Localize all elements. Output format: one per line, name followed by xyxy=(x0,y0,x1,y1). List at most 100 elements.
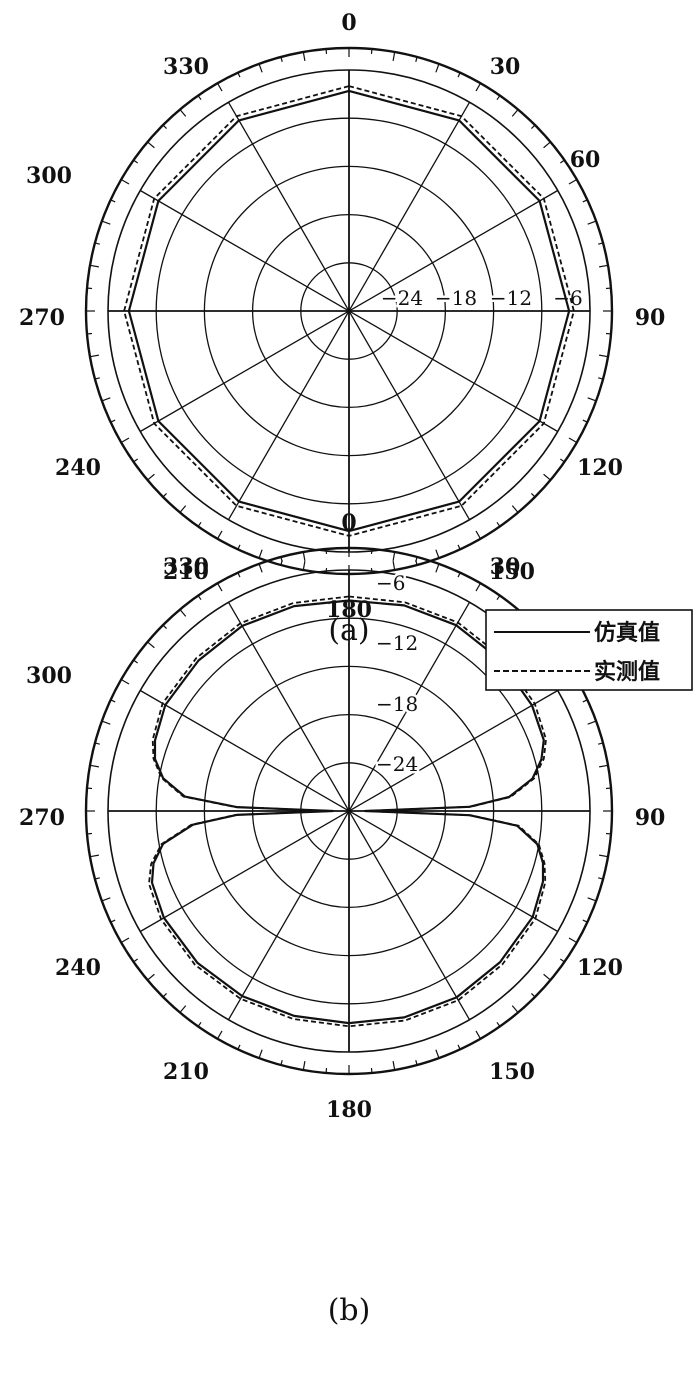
angle-tick xyxy=(531,124,536,129)
angle-tick xyxy=(582,419,588,423)
angle-tick xyxy=(197,1021,202,1027)
angle-label-330: 330 xyxy=(163,554,209,580)
radial-label: −12 xyxy=(376,631,418,655)
grid-spoke xyxy=(227,101,471,521)
angle-tick xyxy=(147,641,155,649)
angle-tick xyxy=(162,624,167,629)
angle-tick xyxy=(392,1061,396,1071)
angle-tick xyxy=(511,1005,519,1013)
angle-label-300: 300 xyxy=(26,163,72,189)
angle-label-270: 270 xyxy=(19,805,65,831)
angle-tick xyxy=(475,82,482,92)
angle-tick xyxy=(582,919,588,923)
angle-tick xyxy=(543,473,551,481)
angle-tick xyxy=(120,678,130,685)
legend: 仿真值 实测值 xyxy=(485,609,693,691)
angle-tick xyxy=(496,521,501,527)
angle-tick xyxy=(101,220,111,225)
angle-tick xyxy=(133,159,139,164)
angle-tick xyxy=(162,493,167,498)
angle-tick xyxy=(179,109,187,117)
angle-tick xyxy=(598,377,604,380)
angle-tick xyxy=(94,242,100,245)
angle-tick xyxy=(599,854,609,858)
angle-label-150: 150 xyxy=(489,559,535,585)
grid-spoke xyxy=(227,601,471,1021)
angle-tick xyxy=(543,973,551,981)
angle-tick xyxy=(568,178,578,185)
angle-tick xyxy=(258,563,263,573)
angle-label-240: 240 xyxy=(55,955,101,981)
angle-tick xyxy=(258,1049,263,1059)
radial-label: −24 xyxy=(381,286,423,310)
angle-tick xyxy=(162,993,167,998)
angle-tick xyxy=(110,919,116,923)
angle-tick xyxy=(392,551,396,561)
radial-label: −18 xyxy=(376,692,418,716)
angle-tick xyxy=(89,264,99,268)
series-measured-curve xyxy=(123,85,575,537)
angle-label-240: 240 xyxy=(55,455,101,481)
radial-label: −12 xyxy=(490,286,532,310)
angle-tick xyxy=(216,530,223,540)
angle-tick xyxy=(302,561,306,571)
angle-tick xyxy=(582,699,588,703)
angle-tick xyxy=(475,530,482,540)
angle-tick xyxy=(302,1061,306,1071)
angle-label-270: 270 xyxy=(19,305,65,331)
angle-tick xyxy=(94,377,100,380)
angle-tick xyxy=(120,437,130,444)
angle-tick xyxy=(197,95,202,101)
angle-tick xyxy=(415,56,418,62)
radial-label: −24 xyxy=(376,752,418,776)
angle-tick xyxy=(89,854,99,858)
angle-tick xyxy=(179,1005,187,1013)
angle-tick xyxy=(598,242,604,245)
angle-tick xyxy=(435,549,440,559)
angle-tick xyxy=(197,521,202,527)
angle-tick xyxy=(89,764,99,768)
angle-tick xyxy=(543,141,551,149)
angle-tick xyxy=(110,699,116,703)
angle-tick xyxy=(559,958,565,963)
angle-label-120: 120 xyxy=(577,955,623,981)
angle-tick xyxy=(415,556,418,562)
angle-label-300: 300 xyxy=(26,663,72,689)
angle-tick xyxy=(475,1030,482,1040)
angle-tick xyxy=(435,63,440,73)
angle-tick xyxy=(582,199,588,203)
angle-label-90: 90 xyxy=(635,805,666,831)
angle-tick xyxy=(147,141,155,149)
angle-tick xyxy=(587,220,597,225)
angle-tick xyxy=(457,572,461,578)
angle-tick xyxy=(496,1021,501,1027)
angle-tick xyxy=(598,742,604,745)
legend-box xyxy=(485,609,693,691)
angle-tick xyxy=(302,551,306,561)
angle-tick xyxy=(179,505,187,513)
angle-tick xyxy=(511,109,519,117)
series-measured-curve xyxy=(148,595,547,1028)
radial-label: −6 xyxy=(376,571,405,595)
angle-label-30: 30 xyxy=(490,54,521,80)
angle-tick xyxy=(475,582,482,592)
angle-label-180: 180 xyxy=(326,1097,372,1123)
angle-tick xyxy=(133,958,139,963)
angle-tick xyxy=(415,1060,418,1066)
angle-tick xyxy=(101,897,111,902)
polar-chart-a: 0306090120150180210240270300330−24−18−12… xyxy=(19,10,665,648)
angle-tick xyxy=(94,877,100,880)
angle-tick xyxy=(94,742,100,745)
angle-tick xyxy=(587,720,597,725)
angle-label-120: 120 xyxy=(577,455,623,481)
angle-label-330: 330 xyxy=(163,54,209,80)
angle-tick xyxy=(599,354,609,358)
angle-tick xyxy=(197,595,202,601)
angle-tick xyxy=(237,72,241,78)
angle-tick xyxy=(89,354,99,358)
angle-tick xyxy=(110,419,116,423)
angle-tick xyxy=(457,72,461,78)
angle-tick xyxy=(147,473,155,481)
angle-tick xyxy=(599,264,609,268)
angle-label-60: 60 xyxy=(570,147,601,173)
